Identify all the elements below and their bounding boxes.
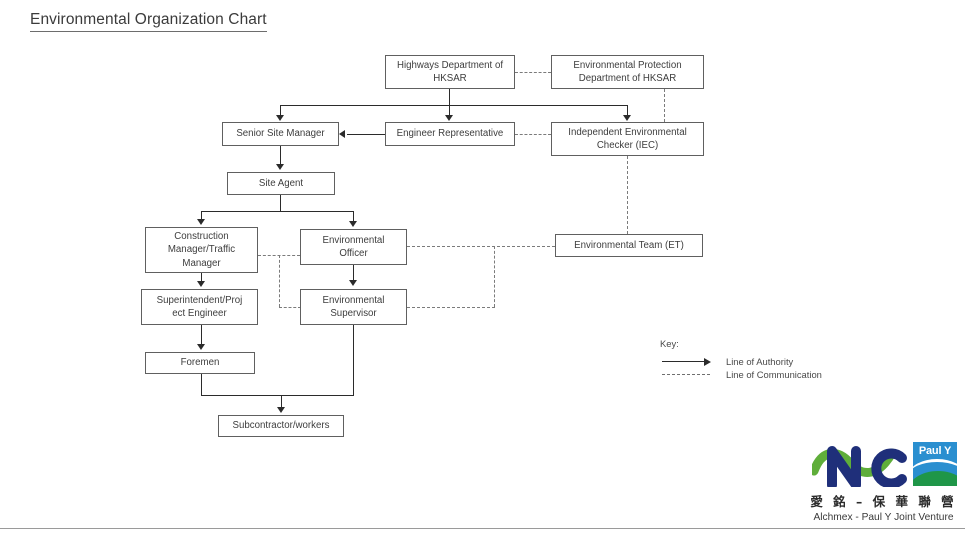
connector-supervisor-drop xyxy=(353,325,355,396)
legend-label-authority: Line of Authority xyxy=(726,356,794,367)
connector-site-agent-trunk xyxy=(280,195,282,212)
connector-superintendent-to-foremen xyxy=(201,325,203,344)
logo-english-name: Alchmex - Paul Y Joint Venture xyxy=(813,512,954,523)
legend-item-communication: Line of Communication xyxy=(660,368,822,381)
arrowhead-site-agent xyxy=(275,164,284,170)
connector-to-senior-site-manager xyxy=(280,105,282,116)
connector-foremen-drop xyxy=(201,374,203,396)
dashed-eo-to-et xyxy=(407,246,555,247)
connector-to-subcontractor xyxy=(281,395,283,407)
connector-to-iec xyxy=(627,105,629,116)
legend-item-authority: Line of Authority xyxy=(660,355,822,368)
arrowhead-superintendent xyxy=(196,281,205,287)
dashed-engrep-to-iec xyxy=(515,134,551,135)
arrowhead-senior-site-manager xyxy=(275,115,284,121)
arrowhead-subcontractor xyxy=(276,407,285,413)
connector-splitter-bar xyxy=(280,105,628,107)
node-environmental-protection-department[interactable]: Environmental Protection Department of H… xyxy=(551,55,704,89)
node-environmental-officer[interactable]: Environmental Officer xyxy=(300,229,407,265)
connector-eo-to-supervisor xyxy=(353,265,355,280)
logo-marks-row: Paul Y xyxy=(806,441,961,489)
paul-y-wave-shape xyxy=(913,459,957,478)
arrowhead-engineer-representative xyxy=(444,115,453,121)
node-highways-department[interactable]: Highways Department of HKSAR xyxy=(385,55,515,89)
solid-arrow-icon xyxy=(660,356,716,368)
connector-highways-trunk xyxy=(449,89,451,106)
node-superintendent-project-engineer[interactable]: Superintendent/Proj ect Engineer xyxy=(141,289,258,325)
connector-ssm-to-site-agent xyxy=(280,146,282,164)
dashed-line-icon xyxy=(660,369,716,381)
node-independent-environmental-checker[interactable]: Independent Environmental Checker (IEC) xyxy=(551,122,704,156)
dashed-supervisor-right xyxy=(407,307,495,308)
node-environmental-team[interactable]: Environmental Team (ET) xyxy=(555,234,703,257)
dashed-into-supervisor xyxy=(279,307,301,308)
connector-cmtm-to-superintendent xyxy=(201,273,203,282)
dashed-supervisor-riser xyxy=(494,246,495,307)
logo-chinese-name: 愛 銘 – 保 華 聯 營 xyxy=(810,494,957,509)
paul-y-logo-text: Paul Y xyxy=(918,445,952,457)
joint-venture-logo: Paul Y 愛 銘 – 保 華 聯 營 Alchmex - Paul Y Jo… xyxy=(806,441,961,527)
arrowhead-environmental-officer xyxy=(348,221,357,227)
legend-title: Key: xyxy=(660,338,679,349)
node-senior-site-manager[interactable]: Senior Site Manager xyxy=(222,122,339,146)
page-title: Environmental Organization Chart xyxy=(30,11,267,32)
connector-to-environmental-officer xyxy=(353,211,355,222)
alchmex-logo-icon xyxy=(812,446,907,487)
connector-subcontractor-bar xyxy=(201,395,354,397)
arrowhead-construction-manager xyxy=(196,219,205,225)
connector-to-construction-manager xyxy=(201,211,203,220)
node-environmental-supervisor[interactable]: Environmental Supervisor xyxy=(300,289,407,325)
footer-divider xyxy=(0,528,965,529)
dashed-cmtm-drop xyxy=(279,255,280,307)
arrowhead-foremen xyxy=(196,344,205,350)
node-engineer-representative[interactable]: Engineer Representative xyxy=(385,122,515,146)
dashed-iec-to-et xyxy=(627,156,628,234)
connector-site-agent-bar xyxy=(201,211,354,213)
arrowhead-ssm-left xyxy=(339,129,345,138)
node-construction-manager-traffic-manager[interactable]: Construction Manager/Traffic Manager xyxy=(145,227,258,273)
dashed-epd-to-iec xyxy=(664,89,665,122)
paul-y-logo-icon: Paul Y xyxy=(913,442,957,486)
node-subcontractor-workers[interactable]: Subcontractor/workers xyxy=(218,415,344,437)
arrowhead-environmental-supervisor xyxy=(348,280,357,286)
node-site-agent[interactable]: Site Agent xyxy=(227,172,335,195)
arrowhead-iec xyxy=(622,115,631,121)
chart-legend: Key: Line of Authority Line of Communica… xyxy=(660,338,822,381)
node-foremen[interactable]: Foremen xyxy=(145,352,255,374)
legend-label-communication: Line of Communication xyxy=(726,369,822,380)
connector-engrep-to-ssm xyxy=(347,133,385,135)
connector-to-engineer-representative xyxy=(449,105,451,116)
dashed-highways-to-epd xyxy=(515,72,551,73)
